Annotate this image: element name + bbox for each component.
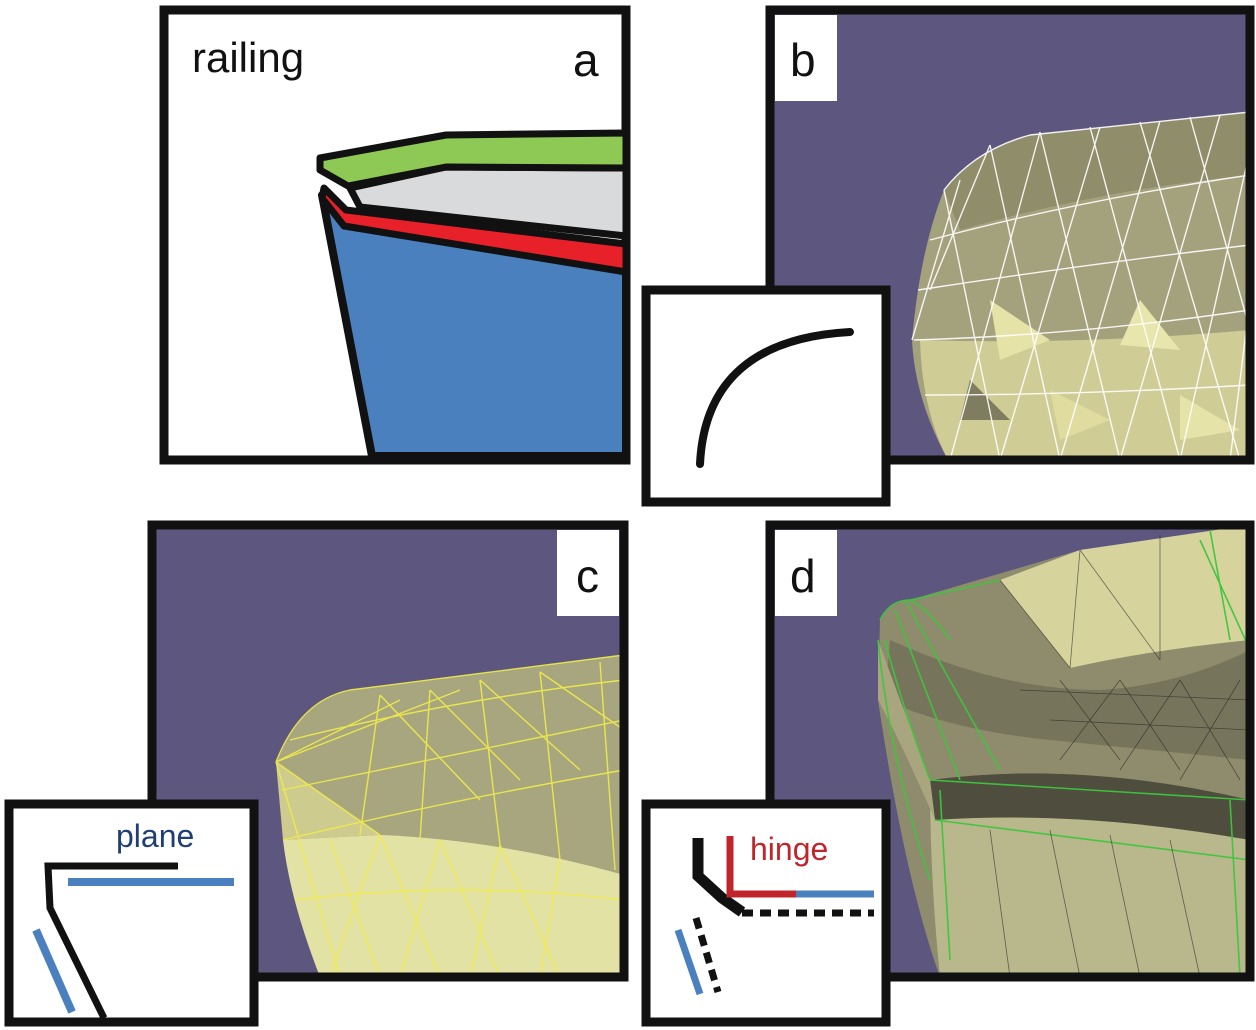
panel-b: b [765,5,1255,465]
panel-a: railing a [159,5,631,465]
railing-green-strip [316,129,630,190]
railing-red-strip [318,184,630,276]
hinge-line-red [726,836,796,898]
panel-c-letter: c [576,550,599,602]
panel-d-letter-box [775,530,837,616]
hinge-plane-line-side [674,928,704,996]
curve-inset [641,285,891,507]
railing-caption: railing [192,34,304,81]
rounded-edge-curve [696,328,854,468]
mesh-b [911,111,1250,460]
panel-d-frame [765,520,1255,982]
hinge-inset: hinge [641,799,891,1027]
hinge-label: hinge [750,831,828,867]
panel-b-letter: b [790,34,816,86]
curve-inset-frame [641,285,891,507]
plane-label: plane [116,818,194,854]
panel-b-letter-box [775,15,837,101]
plane-line-side [32,928,76,1014]
hinge-profile-outline [692,838,746,917]
mesh-c [275,654,624,977]
mesh-d [877,525,1250,977]
panel-c-letter-box [557,530,619,616]
hinge-dashed-side [692,917,722,993]
railing-diagram [316,129,630,460]
panel-d-letter: d [790,550,816,602]
panel-d: d [765,520,1255,982]
plane-inset: plane [4,799,259,1027]
railing-profile-outline [44,862,178,1020]
panel-c-frame [147,520,629,982]
panel-b-frame [765,5,1255,465]
panel-a-letter: a [573,34,599,86]
